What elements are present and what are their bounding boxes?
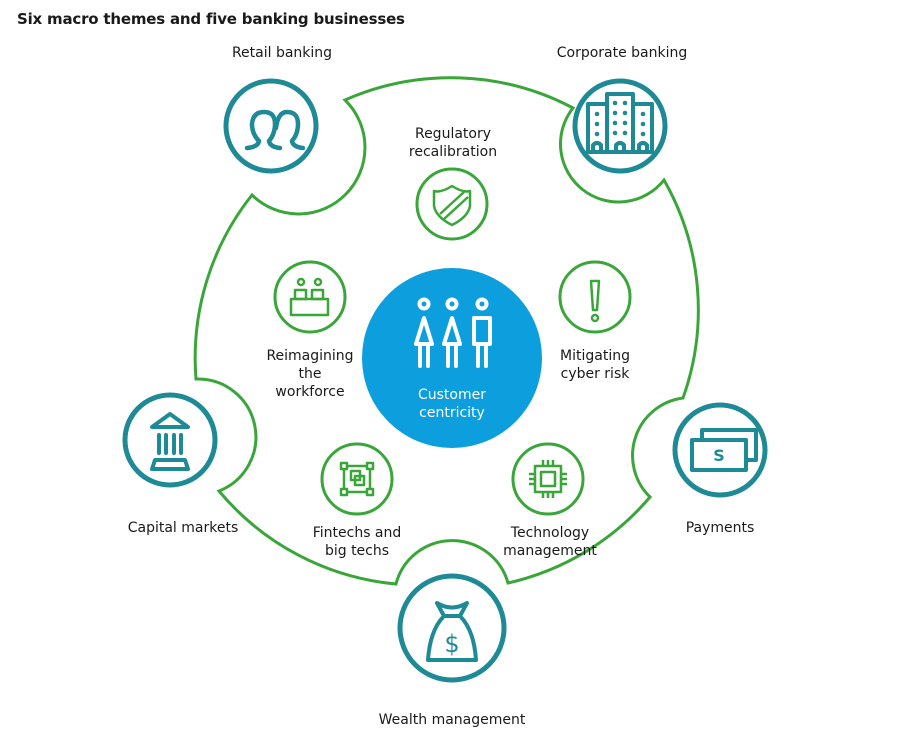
dollar-symbol: $ <box>444 630 459 658</box>
business-node-wealth-management[interactable]: $ <box>397 573 507 683</box>
business-node-corporate-banking[interactable] <box>572 78 668 174</box>
shield-icon <box>432 184 472 227</box>
bank-columns-icon <box>150 412 190 471</box>
office-buildings-icon <box>586 92 654 154</box>
overlapping-squares-icon <box>339 461 375 497</box>
label-payments: Payments <box>685 520 755 536</box>
exclamation-icon <box>589 279 601 323</box>
dollar-symbol: S <box>713 446 725 465</box>
theme-node-reimagining-the-workforce[interactable] <box>273 260 347 334</box>
customer-centricity-node <box>362 268 542 448</box>
label-corporate-banking: Corporate banking <box>556 45 688 61</box>
label-retail-banking: Retail banking <box>231 45 333 61</box>
business-node-capital-markets[interactable] <box>122 392 218 488</box>
label-line: Regulatory <box>414 126 492 142</box>
label-regulatory-recalibration: Regulatory recalibration <box>409 125 497 161</box>
label-line: Reimagining <box>266 348 354 364</box>
label-line: Fintechs and <box>312 525 402 541</box>
money-bag-icon <box>426 601 478 662</box>
label-line: big techs <box>324 543 390 559</box>
label-line: management <box>503 543 597 559</box>
label-line: recalibration <box>408 144 498 160</box>
label-wealth-management: Wealth management <box>378 712 526 728</box>
banknotes-icon <box>690 428 758 472</box>
label-line: Customer <box>417 387 487 403</box>
diagram-title: Six macro themes and five banking busine… <box>17 10 405 28</box>
theme-node-regulatory-recalibration[interactable] <box>415 167 489 241</box>
label-line: Technology <box>510 525 590 541</box>
label-technology-management: Technology management <box>503 524 597 560</box>
three-people-icon <box>414 297 492 368</box>
workers-desk-icon <box>289 277 330 317</box>
label-line: the <box>298 366 322 382</box>
label-line: cyber risk <box>560 366 630 382</box>
label-mitigating-cyber-risk: Mitigating cyber risk <box>560 347 630 383</box>
label-line: Mitigating <box>560 348 630 364</box>
label-line: workforce <box>275 384 345 400</box>
business-node-payments[interactable]: S <box>672 402 768 498</box>
label-line: centricity <box>419 405 485 421</box>
label-capital-markets: Capital markets <box>127 520 239 536</box>
chip-icon <box>529 460 567 498</box>
label-fintechs-and-big-techs: Fintechs and big techs <box>313 524 402 560</box>
people-icon <box>244 109 306 151</box>
business-node-retail-banking[interactable] <box>223 78 319 174</box>
theme-node-mitigating-cyber-risk[interactable] <box>558 260 632 334</box>
label-customer-centricity: Customer centricity <box>418 386 486 422</box>
theme-node-fintechs-and-big-techs[interactable] <box>320 442 394 516</box>
outer-theme-ring <box>193 76 700 586</box>
label-reimagining-the-workforce: Reimagining the workforce <box>266 347 353 401</box>
theme-node-technology-management[interactable] <box>511 442 585 516</box>
